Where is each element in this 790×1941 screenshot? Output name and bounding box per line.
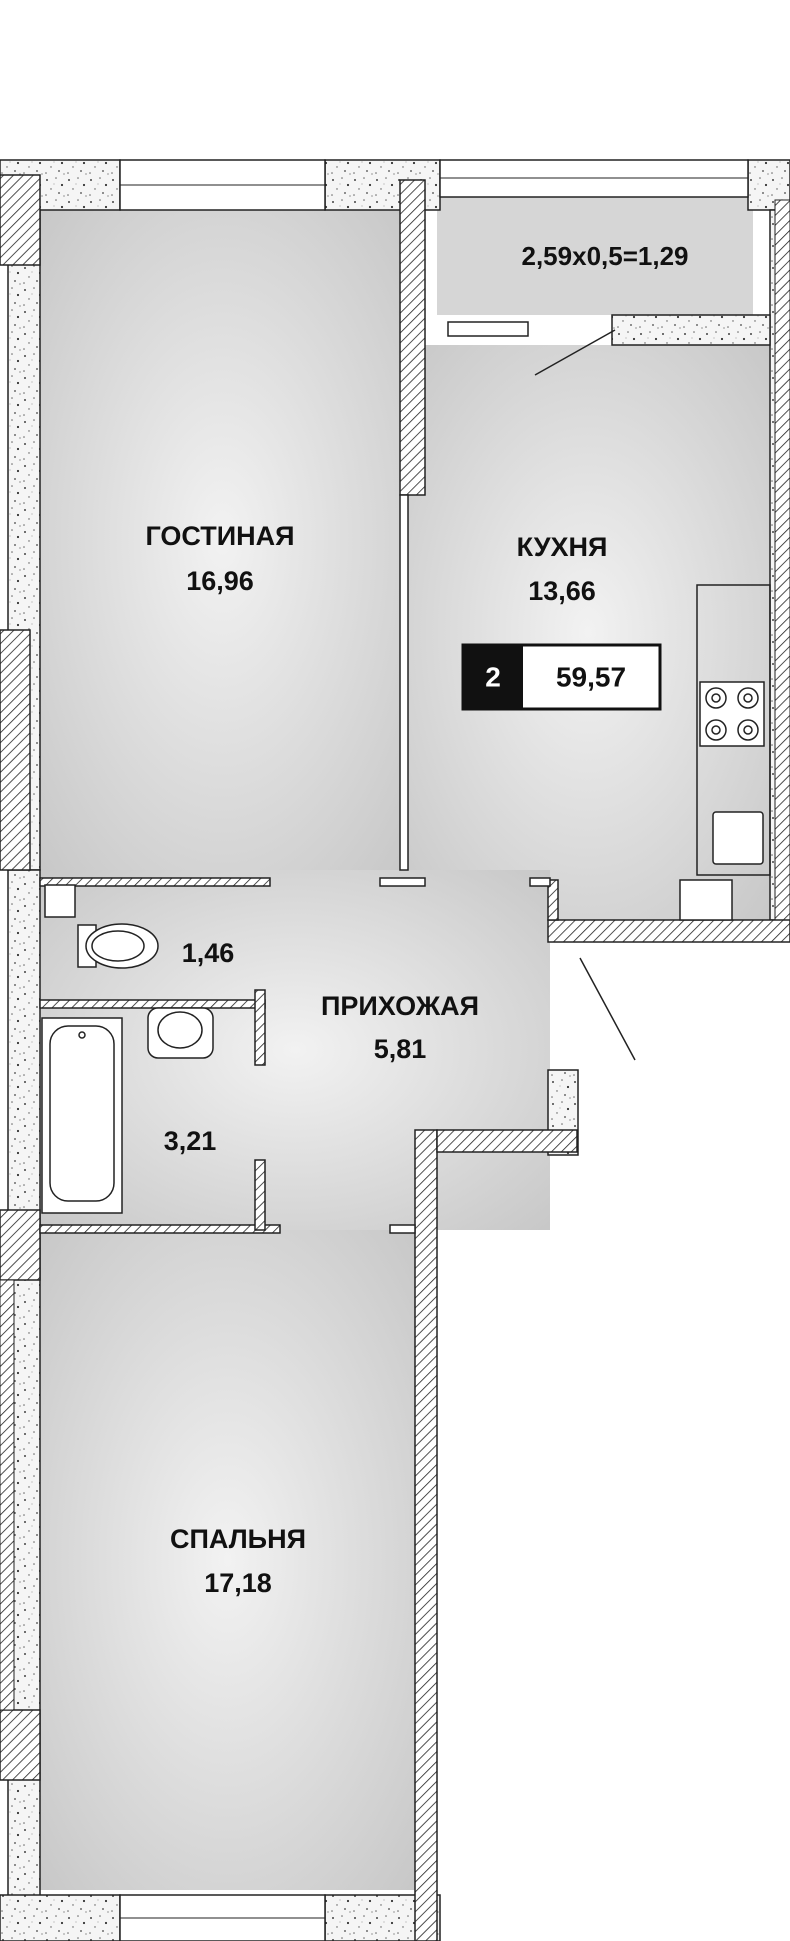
partition-kitchen-hall: [547, 879, 559, 921]
toilet-bowl: [85, 923, 159, 969]
badge-total-area: 59,57: [556, 662, 626, 693]
bedroom-area: 17,18: [204, 1568, 272, 1598]
partition-wc-bath: [39, 999, 266, 1009]
room-labels: ГОСТИНАЯ 16,96 КУХНЯ 13,66 2,59x0,5=1,29…: [145, 241, 688, 1598]
living-floor: [40, 210, 405, 870]
bath-fixtures: [41, 884, 214, 1214]
apartment-badge: 2 59,57: [461, 643, 662, 711]
wc-area: 1,46: [182, 938, 235, 968]
kitchen-counter: [696, 584, 771, 876]
utility-box: [44, 884, 76, 918]
hall-area: 5,81: [374, 1034, 427, 1064]
kitchen-furniture: [679, 584, 771, 921]
hatch-left-bottom: [0, 1279, 15, 1711]
balcony-formula: 2,59x0,5=1,29: [522, 241, 689, 271]
partition-hall-stub-1: [379, 877, 426, 887]
hall-name: ПРИХОЖАЯ: [321, 991, 479, 1021]
hatch-kitchen-bottom: [547, 919, 790, 943]
partition-living-kitchen: [399, 494, 409, 871]
partition-bath-side: [254, 989, 266, 1066]
bedroom-name: СПАЛЬНЯ: [170, 1524, 306, 1554]
partition-bedroom-stub: [389, 1224, 416, 1234]
kitchen-area: 13,66: [528, 576, 596, 606]
balcony-door: [447, 321, 529, 337]
badge-rooms-box: [463, 645, 523, 709]
partition-bath-side2: [254, 1159, 266, 1231]
windows: [119, 159, 749, 1941]
kitchen-name: КУХНЯ: [517, 532, 608, 562]
kitchen-sink: [712, 811, 764, 865]
wall-bottom-left: [0, 1894, 121, 1941]
partition-hall-stub-2: [529, 877, 551, 887]
hatch-left-mid: [0, 1209, 41, 1281]
hatch-left-top: [0, 174, 41, 266]
living-area: 16,96: [186, 566, 254, 596]
balcony-parapet: [611, 314, 771, 346]
balcony-floor: [437, 197, 753, 315]
hatch-left-low: [0, 1709, 41, 1781]
bedroom-floor: [40, 1230, 415, 1890]
bathtub: [41, 1017, 123, 1214]
bath-area: 3,21: [164, 1126, 217, 1156]
stove: [699, 681, 765, 747]
kitchen-appliance: [679, 879, 733, 921]
hatch-right-kitchen: [774, 199, 790, 936]
hatch-bedroom-right: [414, 1129, 438, 1941]
kitchen-floor: [405, 345, 770, 920]
hatch-center-wall: [399, 179, 426, 496]
hatch-hall-bottom: [436, 1129, 578, 1153]
living-name: ГОСТИНАЯ: [145, 521, 294, 551]
door-swings: [534, 329, 636, 1061]
hatched-walls: [0, 174, 790, 1941]
washbasin: [147, 1007, 214, 1059]
badge-rooms: 2: [485, 662, 501, 693]
partition-wc-top: [39, 877, 271, 887]
hatch-left-upper: [0, 629, 31, 871]
partitions: [39, 494, 559, 1234]
partition-bath-bottom: [39, 1224, 281, 1234]
floors: [40, 197, 770, 1890]
